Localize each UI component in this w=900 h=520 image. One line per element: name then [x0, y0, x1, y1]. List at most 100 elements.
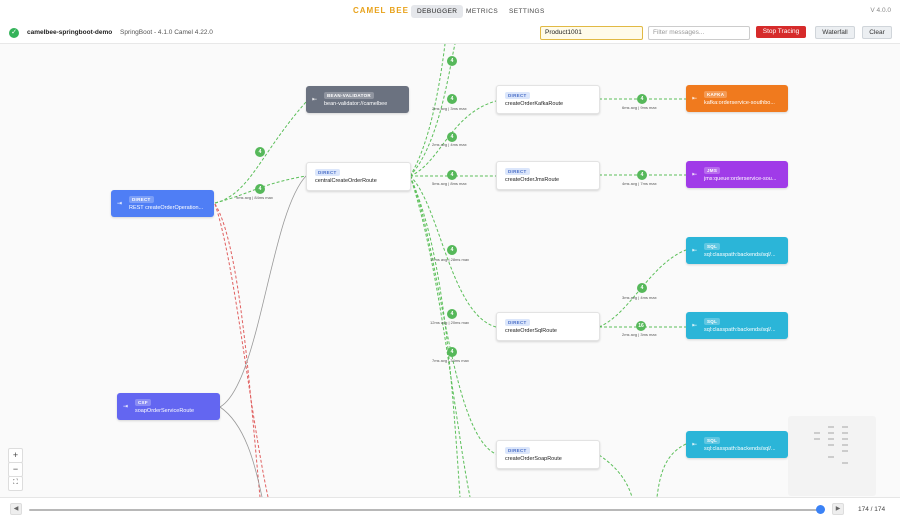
node-central-create-order[interactable]: DIRECT centralCreateOrderRoute: [306, 162, 411, 191]
minimap-node: [828, 444, 834, 446]
edge-central-soaproute: [409, 175, 497, 455]
edge-central-up: [409, 44, 456, 177]
minimap-node: [828, 426, 834, 428]
node-tag: CXF: [135, 399, 151, 406]
node-label: createOrderSoapRoute: [505, 456, 562, 462]
arrow-icon: ⇤: [692, 248, 698, 254]
next-message-button[interactable]: ▶: [832, 503, 844, 515]
app-name: camelbee-springboot-demo: [27, 29, 113, 36]
graph-minimap[interactable]: [788, 416, 876, 496]
tab-debugger[interactable]: DEBUGGER: [411, 5, 464, 18]
timeline-slider-thumb[interactable]: [816, 505, 825, 514]
node-label: sql:classpath:backends/sql/...: [704, 446, 776, 452]
count-badge: 4: [447, 347, 457, 357]
edge-soaproute-out: [598, 454, 633, 497]
route-graph-canvas[interactable]: ⇥ DIRECT REST createOrderOperation... ⇥ …: [0, 44, 900, 497]
node-bean-validator[interactable]: ⇤ BEAN-VALIDATOR bean-validator://camelb…: [306, 86, 409, 113]
count-badge: 4: [447, 94, 457, 104]
minimap-node: [828, 432, 834, 434]
node-tag: DIRECT: [315, 169, 340, 176]
message-timeline-bar: ◀ ▶ 174 / 174: [0, 497, 900, 520]
edge-metric-label: 2ms avg | 3ms max: [622, 332, 657, 337]
edge-rest-central: [214, 175, 307, 204]
filter-messages-input[interactable]: Filter messages...: [648, 26, 750, 40]
node-sql-endpoint-1[interactable]: ⇤ SQL sql:classpath:backends/sql/...: [686, 237, 788, 264]
count-badge: 4: [447, 132, 457, 142]
stop-tracing-button[interactable]: Stop Tracing: [756, 26, 806, 38]
count-badge: 4: [637, 94, 647, 104]
node-create-order-sql-route[interactable]: DIRECT createOrderSqlRoute: [496, 312, 600, 341]
node-tag: DIRECT: [505, 92, 530, 99]
count-badge: 4: [447, 56, 457, 66]
node-tag: DIRECT: [505, 168, 530, 175]
edge-rest-down-1: [214, 203, 261, 497]
edge-metric-label: 17ms avg | 28ms max: [430, 257, 470, 262]
count-badge: 4: [255, 184, 265, 194]
check-circle-icon: ✓: [9, 28, 19, 38]
minimap-node: [842, 444, 848, 446]
minimap-node: [814, 438, 820, 440]
tab-metrics[interactable]: METRICS: [466, 8, 499, 15]
node-sql-endpoint-3[interactable]: ⇤ SQL sql:classpath:backends/sql/...: [686, 431, 788, 458]
node-tag: DIRECT: [505, 319, 530, 326]
edge-metric-label: 2ms avg | 3ms max: [432, 106, 467, 111]
clear-button[interactable]: Clear: [862, 26, 892, 39]
count-badge: 4: [447, 245, 457, 255]
edge-metric-label: 7ms avg | 34ms max: [432, 358, 469, 363]
zoom-in-button[interactable]: +: [8, 448, 23, 463]
node-tag: KAFKA: [704, 91, 728, 98]
previous-message-button[interactable]: ◀: [10, 503, 22, 515]
node-soap-order-service[interactable]: ⇥ CXF soapOrderServiceRoute: [117, 393, 220, 420]
edge-sql3-out: [656, 443, 687, 497]
node-label: REST createOrderOperation...: [129, 205, 204, 211]
node-label: kafka:orderservice-southbo...: [704, 100, 775, 106]
minimap-node: [842, 450, 848, 452]
node-rest-create-order[interactable]: ⇥ DIRECT REST createOrderOperation...: [111, 190, 214, 217]
version-label: V 4.0.0: [870, 7, 891, 14]
count-badge: 16: [636, 321, 646, 331]
node-create-order-jms-route[interactable]: DIRECT createOrderJmsRoute: [496, 161, 600, 190]
count-badge: 4: [447, 170, 457, 180]
node-tag: SQL: [704, 437, 721, 444]
node-tag: DIRECT: [505, 447, 530, 454]
arrow-icon: ⇥: [123, 404, 129, 410]
node-kafka-endpoint[interactable]: ⇤ KAFKA kafka:orderservice-southbo...: [686, 85, 788, 112]
timeline-track[interactable]: [29, 509, 823, 511]
node-tag: BEAN-VALIDATOR: [324, 92, 374, 99]
edge-metric-label: 9ms avg | 84ms max: [236, 195, 273, 200]
minimap-node: [842, 432, 848, 434]
minimap-node: [828, 456, 834, 458]
node-create-order-soap-route[interactable]: DIRECT createOrderSoapRoute: [496, 440, 600, 469]
minimap-node: [842, 438, 848, 440]
message-search-input[interactable]: Product1001: [540, 26, 643, 40]
arrow-icon: ⇤: [692, 96, 698, 102]
debugger-toolbar: ✓ camelbee-springboot-demo SpringBoot - …: [0, 22, 900, 44]
node-jms-endpoint[interactable]: ⇤ JMS jms:queue:orderservice-sou...: [686, 161, 788, 188]
node-label: sql:classpath:backends/sql/...: [704, 327, 776, 333]
arrow-icon: ⇤: [692, 172, 698, 178]
node-tag: SQL: [704, 243, 721, 250]
message-counter: 174 / 174: [858, 506, 886, 513]
top-nav-bar: CAMEL BEE DEBUGGER METRICS SETTINGS V 4.…: [0, 0, 900, 23]
node-sql-endpoint-2[interactable]: ⇤ SQL sql:classpath:backends/sql/...: [686, 312, 788, 339]
minimap-node: [828, 438, 834, 440]
edge-rest-bean: [214, 101, 307, 204]
arrow-icon: ⇤: [692, 323, 698, 329]
edge-soap-central: [219, 175, 307, 408]
edge-metric-label: 3ms avg | 4ms max: [622, 295, 657, 300]
node-label: jms:queue:orderservice-sou...: [704, 176, 777, 182]
edge-central-kafkaroute: [409, 100, 497, 177]
edge-rest-down-2: [214, 203, 269, 497]
zoom-out-button[interactable]: −: [8, 462, 23, 477]
node-tag: SQL: [704, 318, 721, 325]
waterfall-button[interactable]: Waterfall: [815, 26, 855, 39]
tab-settings[interactable]: SETTINGS: [509, 8, 545, 15]
edge-central-down2: [409, 175, 461, 497]
minimap-node: [842, 426, 848, 428]
node-label: bean-validator://camelbee: [324, 101, 388, 107]
count-badge: 4: [637, 283, 647, 293]
node-create-order-kafka-route[interactable]: DIRECT createOrderKafkaRoute: [496, 85, 600, 114]
fit-view-button[interactable]: ⛶: [8, 476, 23, 491]
edge-metric-label: 4ms avg | 7ms max: [622, 181, 657, 186]
node-label: createOrderSqlRoute: [505, 328, 557, 334]
